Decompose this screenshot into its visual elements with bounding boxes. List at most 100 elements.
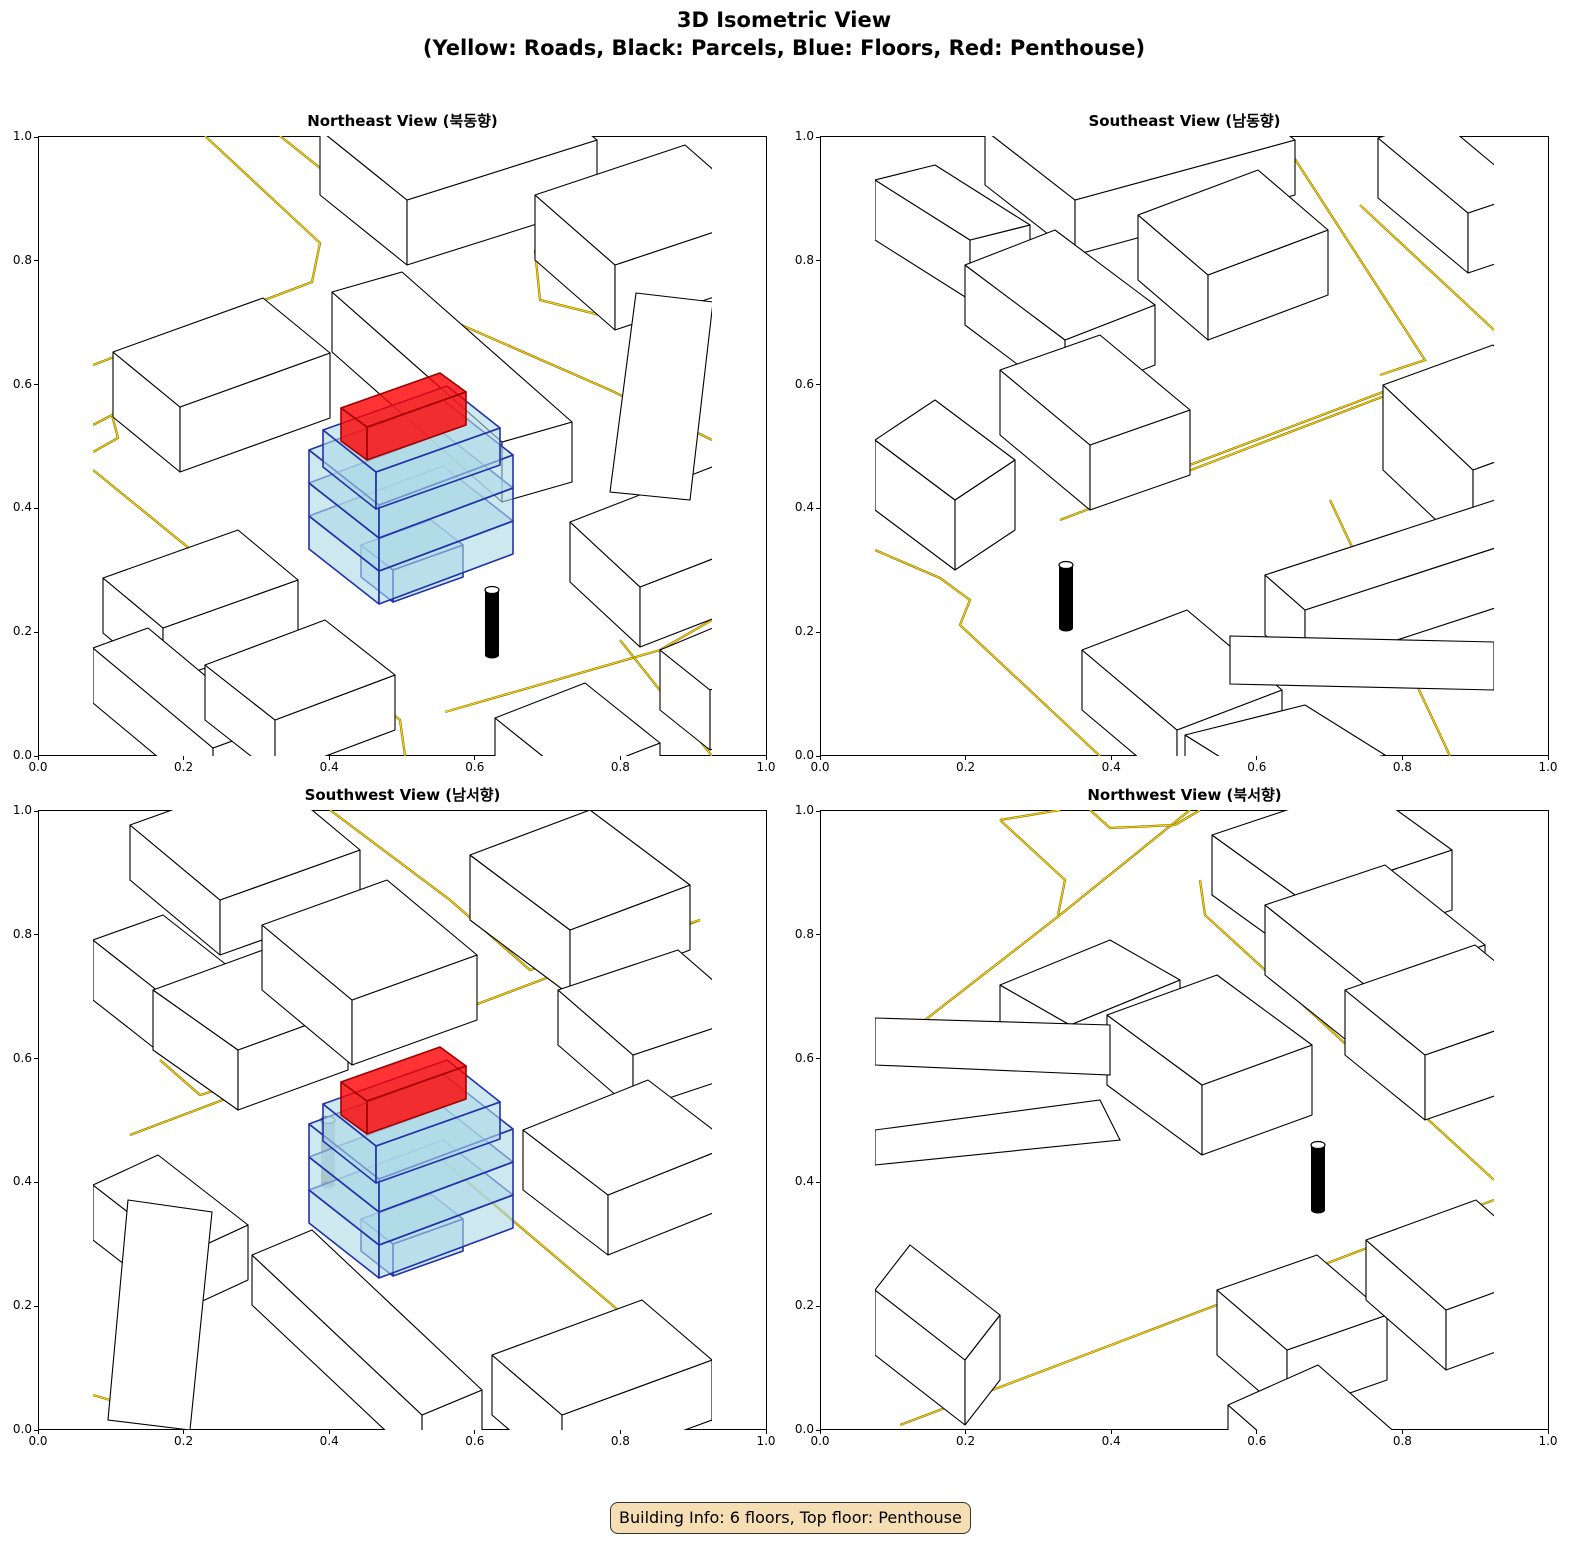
parcel-building [1365,1199,1494,1371]
y-tick-label: 1.0 [12,803,32,817]
cylinder-marker [1310,1140,1326,1214]
x-tick-mark [619,756,621,760]
x-tick-label: 1.0 [1538,760,1558,774]
x-tick-label: 0.4 [1101,760,1121,774]
y-tick-label: 0.2 [12,624,32,639]
isometric-view-axes [820,136,1549,756]
x-tick-label: 0.2 [956,1434,976,1448]
road [875,548,1101,756]
x-tick-mark [819,1430,821,1434]
x-tick-label: 0.0 [28,1434,48,1448]
parcel-building [261,879,478,1066]
x-tick-label: 0.8 [1392,1434,1412,1448]
y-tick-mark [34,631,38,633]
parcel-building [107,1199,213,1430]
parcel-building [659,627,712,751]
parcel-building [1184,704,1386,756]
parcel-building [112,297,331,473]
parcel-building [251,1229,483,1430]
y-tick-label: 0.0 [12,748,32,762]
y-tick-label: 0.4 [12,1174,32,1189]
y-tick-label: 0.6 [12,376,32,391]
x-tick-label: 0.2 [174,760,194,774]
y-tick-label: 0.0 [12,1422,32,1436]
x-tick-label: 1.0 [756,1434,776,1448]
road [1279,136,1427,377]
x-tick-mark [328,1430,330,1434]
x-tick-mark [1110,756,1112,760]
x-tick-mark [474,1430,476,1434]
isometric-scene [93,810,712,1430]
y-tick-mark [34,1181,38,1183]
x-tick-mark [37,756,39,760]
penthouse-box [340,1046,467,1135]
figure-title-line1: 3D Isometric View [676,8,892,32]
y-tick-label: 0.4 [12,500,32,515]
y-tick-mark [816,136,820,138]
parcel-building [522,1079,712,1256]
isometric-view-axes [820,810,1549,1430]
parcel-building [1106,974,1313,1156]
y-tick-label: 0.4 [794,1174,814,1189]
x-tick-label: 0.8 [1392,760,1412,774]
y-tick-label: 0.8 [12,252,32,267]
y-tick-mark [816,934,820,936]
parcel-building [494,682,661,756]
y-tick-label: 0.8 [794,252,814,267]
y-tick-label: 1.0 [794,129,814,143]
y-tick-mark [34,507,38,509]
y-tick-label: 1.0 [794,803,814,817]
x-tick-mark [1547,1430,1549,1434]
x-tick-label: 0.0 [810,1434,830,1448]
parcel-building [1229,635,1494,691]
x-tick-mark [819,756,821,760]
panel-title: Northwest View (북서향) [1087,786,1282,804]
y-tick-mark [34,755,38,757]
panel-title: Southeast View (남동향) [1088,112,1281,130]
parcel-building [875,1017,1111,1076]
panel-title: Northeast View (북동향) [307,112,498,130]
x-tick-label: 0.0 [810,760,830,774]
parcel-building [557,949,712,1111]
y-tick-mark [816,260,820,262]
y-tick-label: 0.0 [794,748,814,762]
parcel-building [1377,136,1494,274]
parcel-building [609,292,712,501]
y-tick-mark [816,1181,820,1183]
road [999,819,1067,916]
x-tick-mark [37,1430,39,1434]
y-tick-mark [816,810,820,812]
road [93,413,120,453]
y-tick-label: 0.8 [12,926,32,941]
y-tick-mark [34,1429,38,1431]
road [93,1393,111,1402]
x-tick-label: 1.0 [756,760,776,774]
y-tick-mark [34,1305,38,1307]
road [999,810,1061,822]
parcel-building [875,399,1016,571]
y-tick-label: 0.8 [794,926,814,941]
isometric-scene [875,136,1494,756]
y-tick-label: 1.0 [12,129,32,143]
x-tick-label: 0.4 [1101,1434,1121,1448]
x-tick-mark [765,756,767,760]
parcel-building [469,810,691,996]
x-tick-mark [328,756,330,760]
road [924,810,1191,1021]
y-tick-mark [816,1429,820,1431]
parcel-building [875,1244,1001,1426]
x-tick-label: 0.6 [1247,1434,1267,1448]
isometric-scene [875,810,1494,1430]
parcel-building [1137,169,1329,341]
x-tick-label: 0.6 [465,1434,485,1448]
x-tick-label: 0.8 [610,760,630,774]
x-tick-mark [1401,1430,1403,1434]
x-tick-mark [183,756,185,760]
x-tick-mark [965,756,967,760]
x-tick-mark [183,1430,185,1434]
building-stack [308,1046,514,1279]
x-tick-mark [965,1430,967,1434]
x-tick-mark [474,756,476,760]
parcel-building [204,619,396,756]
x-tick-label: 0.8 [610,1434,630,1448]
